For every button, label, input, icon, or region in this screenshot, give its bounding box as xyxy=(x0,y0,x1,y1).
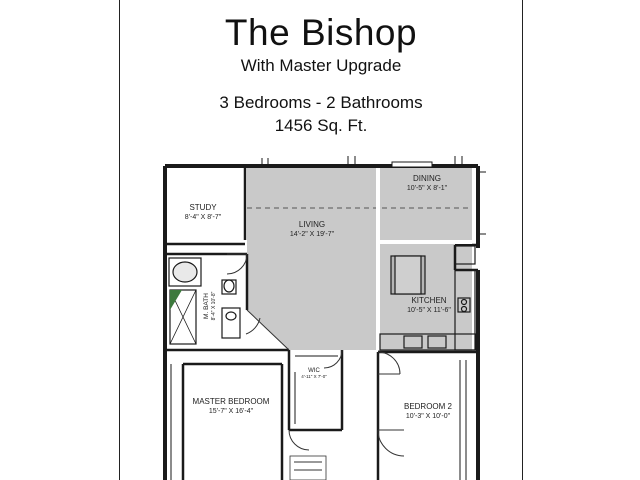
plan-subtitle: With Master Upgrade xyxy=(240,56,402,75)
room-name-study: STUDY xyxy=(189,203,217,212)
room-size-dining: 10'-5" X 8'-1" xyxy=(407,185,448,192)
room-name-bedroom-2: BEDROOM 2 xyxy=(404,402,453,411)
room-size-master-bedroom: 15'-7" X 16'-4" xyxy=(209,408,254,415)
door-swings xyxy=(226,253,405,480)
open-area-shading xyxy=(247,168,472,352)
room-name-wic: WIC xyxy=(308,368,320,374)
room-name-master-bedroom: MASTER BEDROOM xyxy=(193,397,270,406)
square-footage: 1456 Sq. Ft. xyxy=(274,116,368,135)
page-frame xyxy=(119,0,523,480)
bath-fixtures xyxy=(168,257,241,345)
room-name-kitchen: KITCHEN xyxy=(411,296,446,305)
room-name-mbath: M. BATH xyxy=(203,293,210,319)
room-size-living: 14'-2" X 19'-7" xyxy=(290,231,335,238)
room-size-study: 8'-4" X 8'-7" xyxy=(185,214,222,221)
exterior-walls xyxy=(163,164,480,480)
rooms-summary: 3 Bedrooms - 2 Bathrooms xyxy=(219,93,423,112)
dining-window xyxy=(261,156,486,235)
plan-title: The Bishop xyxy=(224,12,418,53)
room-size-kitchen: 10'-5" X 11'-6" xyxy=(407,307,451,314)
room-name-dining: DINING xyxy=(413,174,441,183)
room-size-bedroom-2: 10'-3" X 10'-0" xyxy=(406,413,451,420)
kitchen-fixtures xyxy=(379,245,477,351)
shaded-dividers xyxy=(376,168,472,350)
room-name-living: LIVING xyxy=(299,220,325,229)
closets xyxy=(170,355,467,480)
room-size-mbath: 8'-4" X 10'-8" xyxy=(211,291,217,320)
room-size-wic: 4'-11" X 7'-0" xyxy=(301,374,327,379)
